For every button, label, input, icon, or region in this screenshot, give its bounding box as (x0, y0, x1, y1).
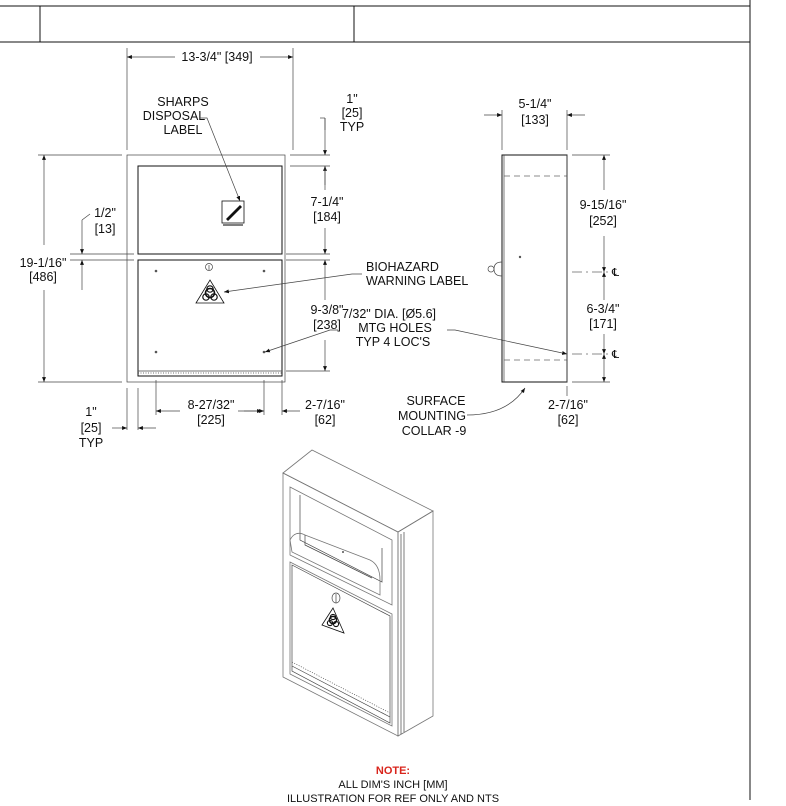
dim-overall-width: 13-3/4" [349] (181, 50, 252, 64)
svg-text:TYP 4 LOC'S: TYP 4 LOC'S (356, 335, 430, 349)
biohazard-callout: BIOHAZARD WARNING LABEL (223, 260, 468, 294)
mounting-hole-icon (154, 350, 158, 354)
svg-text:COLLAR -9: COLLAR -9 (402, 424, 467, 438)
title-block (0, 0, 751, 800)
front-outer-frame (126, 154, 286, 383)
iso-lock-icon (331, 592, 341, 604)
mounting-hole-icon (154, 269, 158, 273)
svg-text:BIOHAZARD: BIOHAZARD (366, 260, 439, 274)
mounting-hole-icon (262, 350, 266, 354)
svg-text:[25]: [25] (342, 106, 363, 120)
side-body (501, 154, 568, 383)
svg-text:7/32" DIA. [Ø5.6]: 7/32" DIA. [Ø5.6] (342, 307, 436, 321)
svg-text:[133]: [133] (521, 113, 549, 127)
svg-text:MTG HOLES: MTG HOLES (358, 321, 432, 335)
iso-top-face (282, 449, 434, 533)
svg-text:[62]: [62] (558, 413, 579, 427)
note-line: ILLUSTRATION FOR REF ONLY AND NTS (286, 793, 500, 805)
front-lower-door (137, 259, 283, 377)
dim-side-depth: 5-1/4" (519, 97, 552, 111)
sharps-label-callout: SHARPS DISPOSAL LABEL (143, 95, 241, 202)
centerline-symbol: ℄ (611, 267, 619, 279)
svg-text:LABEL: LABEL (164, 123, 203, 137)
svg-text:MOUNTING: MOUNTING (398, 409, 466, 423)
mtg-holes-callout: 7/32" DIA. [Ø5.6] MTG HOLES TYP 4 LOC'S (264, 307, 568, 355)
note-title: NOTE: (375, 765, 411, 777)
iso-biohazard-icon (321, 607, 345, 634)
sharps-label-graphic (221, 200, 245, 226)
dim-right-offset: 2-7/16" (305, 398, 345, 412)
front-view: 13-3/4" [349] SHARPS DISPOSAL LABEL 1" [… (20, 48, 568, 450)
svg-text:[62]: [62] (315, 413, 336, 427)
dim-upper-height: 7-1/4" (311, 195, 344, 209)
dim-top-margin: 1" (346, 92, 357, 106)
dim-left-offset: 1" (85, 405, 96, 419)
svg-text:TYP: TYP (340, 120, 364, 134)
collar-callout: SURFACE MOUNTING COLLAR -9 (398, 387, 526, 438)
dim-upper-gap: 1/2" (94, 206, 116, 220)
svg-text:[25]: [25] (81, 421, 102, 435)
mounting-hole-icon (262, 269, 266, 273)
svg-text:SURFACE: SURFACE (406, 394, 465, 408)
centerline-symbol: ℄ (611, 349, 619, 361)
svg-text:[13]: [13] (95, 222, 116, 236)
dim-side-bottom: 2-7/16" (548, 398, 588, 412)
dim-hole-spacing: 8-27/32" (188, 398, 235, 412)
biohazard-icon (195, 279, 225, 304)
dim-side-upper: 9-15/16" (580, 198, 627, 212)
svg-text:SHARPS: SHARPS (157, 95, 208, 109)
svg-text:[184]: [184] (313, 210, 341, 224)
front-upper-panel (137, 165, 283, 255)
svg-text:[225]: [225] (197, 413, 225, 427)
dim-side-middle: 6-3/4" (587, 302, 620, 316)
dim-overall-height: 19-1/16" (20, 256, 67, 270)
note-line: ALL DIM'S INCH [MM] (338, 779, 448, 791)
isometric-view (282, 449, 434, 737)
key-icon (487, 261, 503, 277)
svg-text:WARNING LABEL: WARNING LABEL (366, 274, 468, 288)
svg-text:[252]: [252] (589, 214, 617, 228)
svg-text:[238]: [238] (313, 318, 341, 332)
iso-side-face (397, 510, 434, 737)
lock-icon (205, 263, 213, 271)
svg-text:[171]: [171] (589, 317, 617, 331)
dim-lower-height: 9-3/8" (311, 303, 344, 317)
iso-lower-door (289, 561, 393, 727)
svg-text:DISPOSAL: DISPOSAL (143, 109, 206, 123)
svg-text:TYP: TYP (79, 436, 103, 450)
side-view: 5-1/4" [133] 9-15/16" [252] ℄ ℄ 6-3/4" [… (398, 97, 626, 438)
svg-text:[486]: [486] (29, 270, 57, 284)
